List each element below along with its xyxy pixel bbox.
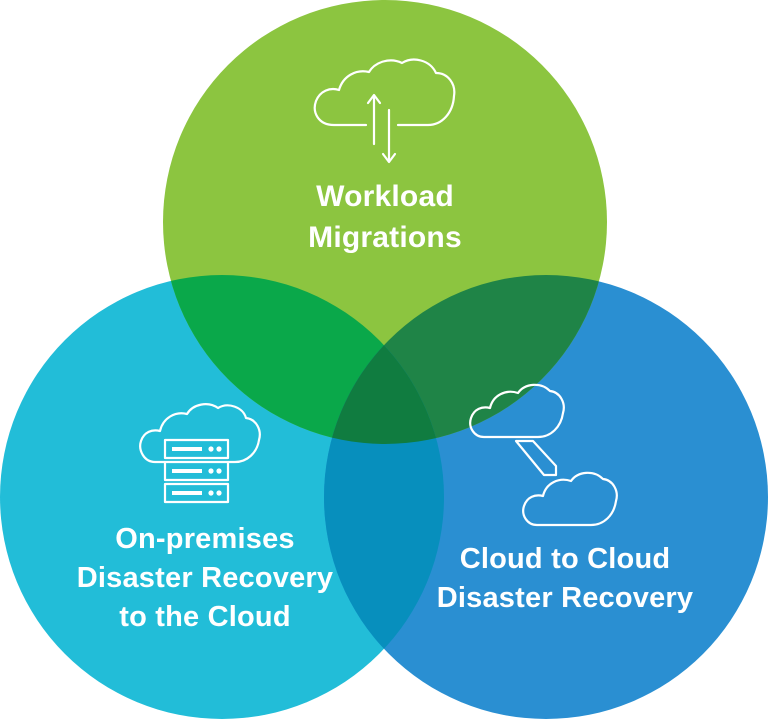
- right-label-line-2: Disaster Recovery: [436, 582, 694, 615]
- onprem-dr-label: On-premises Disaster Recovery to the Clo…: [30, 520, 380, 637]
- workload-migrations-label: Workload Migrations: [240, 177, 530, 258]
- right-label-line-1: Cloud to Cloud: [459, 543, 671, 575]
- left-label-line-3: to the Cloud: [119, 601, 291, 634]
- overlap-top-right: [324, 275, 607, 444]
- top-label-line-1: Workload: [316, 180, 454, 213]
- left-label-line-1: On-premises: [115, 523, 295, 555]
- cloud-to-cloud-dr-label: Cloud to Cloud Disaster Recovery: [405, 540, 725, 618]
- left-label-line-2: Disaster Recovery: [76, 562, 334, 595]
- top-label-line-2: Migrations: [308, 220, 462, 254]
- overlap-top-left: [163, 275, 444, 444]
